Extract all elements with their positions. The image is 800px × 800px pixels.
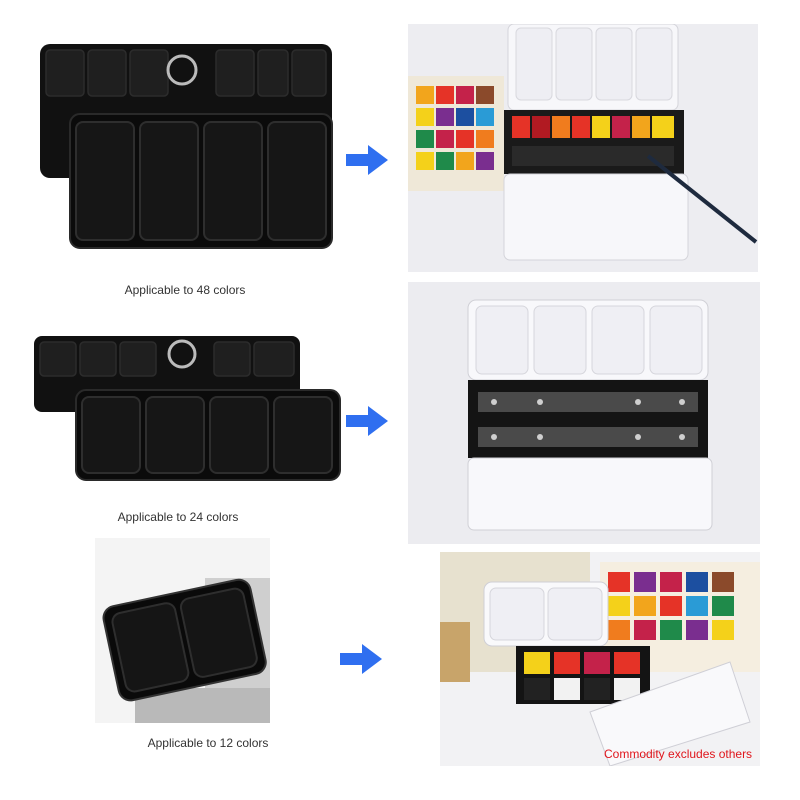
commodity-excludes-note: Commodity excludes others	[604, 747, 753, 761]
black-tin-12-product	[95, 538, 270, 723]
black-tin-48-product	[40, 44, 333, 249]
arrow-right-icon	[346, 145, 388, 175]
caption-24-colors: Applicable to 24 colors	[117, 510, 239, 524]
caption-48-colors: Applicable to 48 colors	[124, 283, 246, 297]
arrow-right-icon	[346, 406, 388, 436]
arrow-right-icon	[340, 644, 382, 674]
black-tin-24-product	[34, 336, 341, 481]
photo-48-colors-tin-with-paints	[408, 24, 758, 272]
photo-24-colors-open-tin	[408, 282, 760, 544]
caption-12-colors: Applicable to 12 colors	[147, 736, 269, 750]
photo-12-colors-tin-with-paints	[440, 552, 760, 766]
